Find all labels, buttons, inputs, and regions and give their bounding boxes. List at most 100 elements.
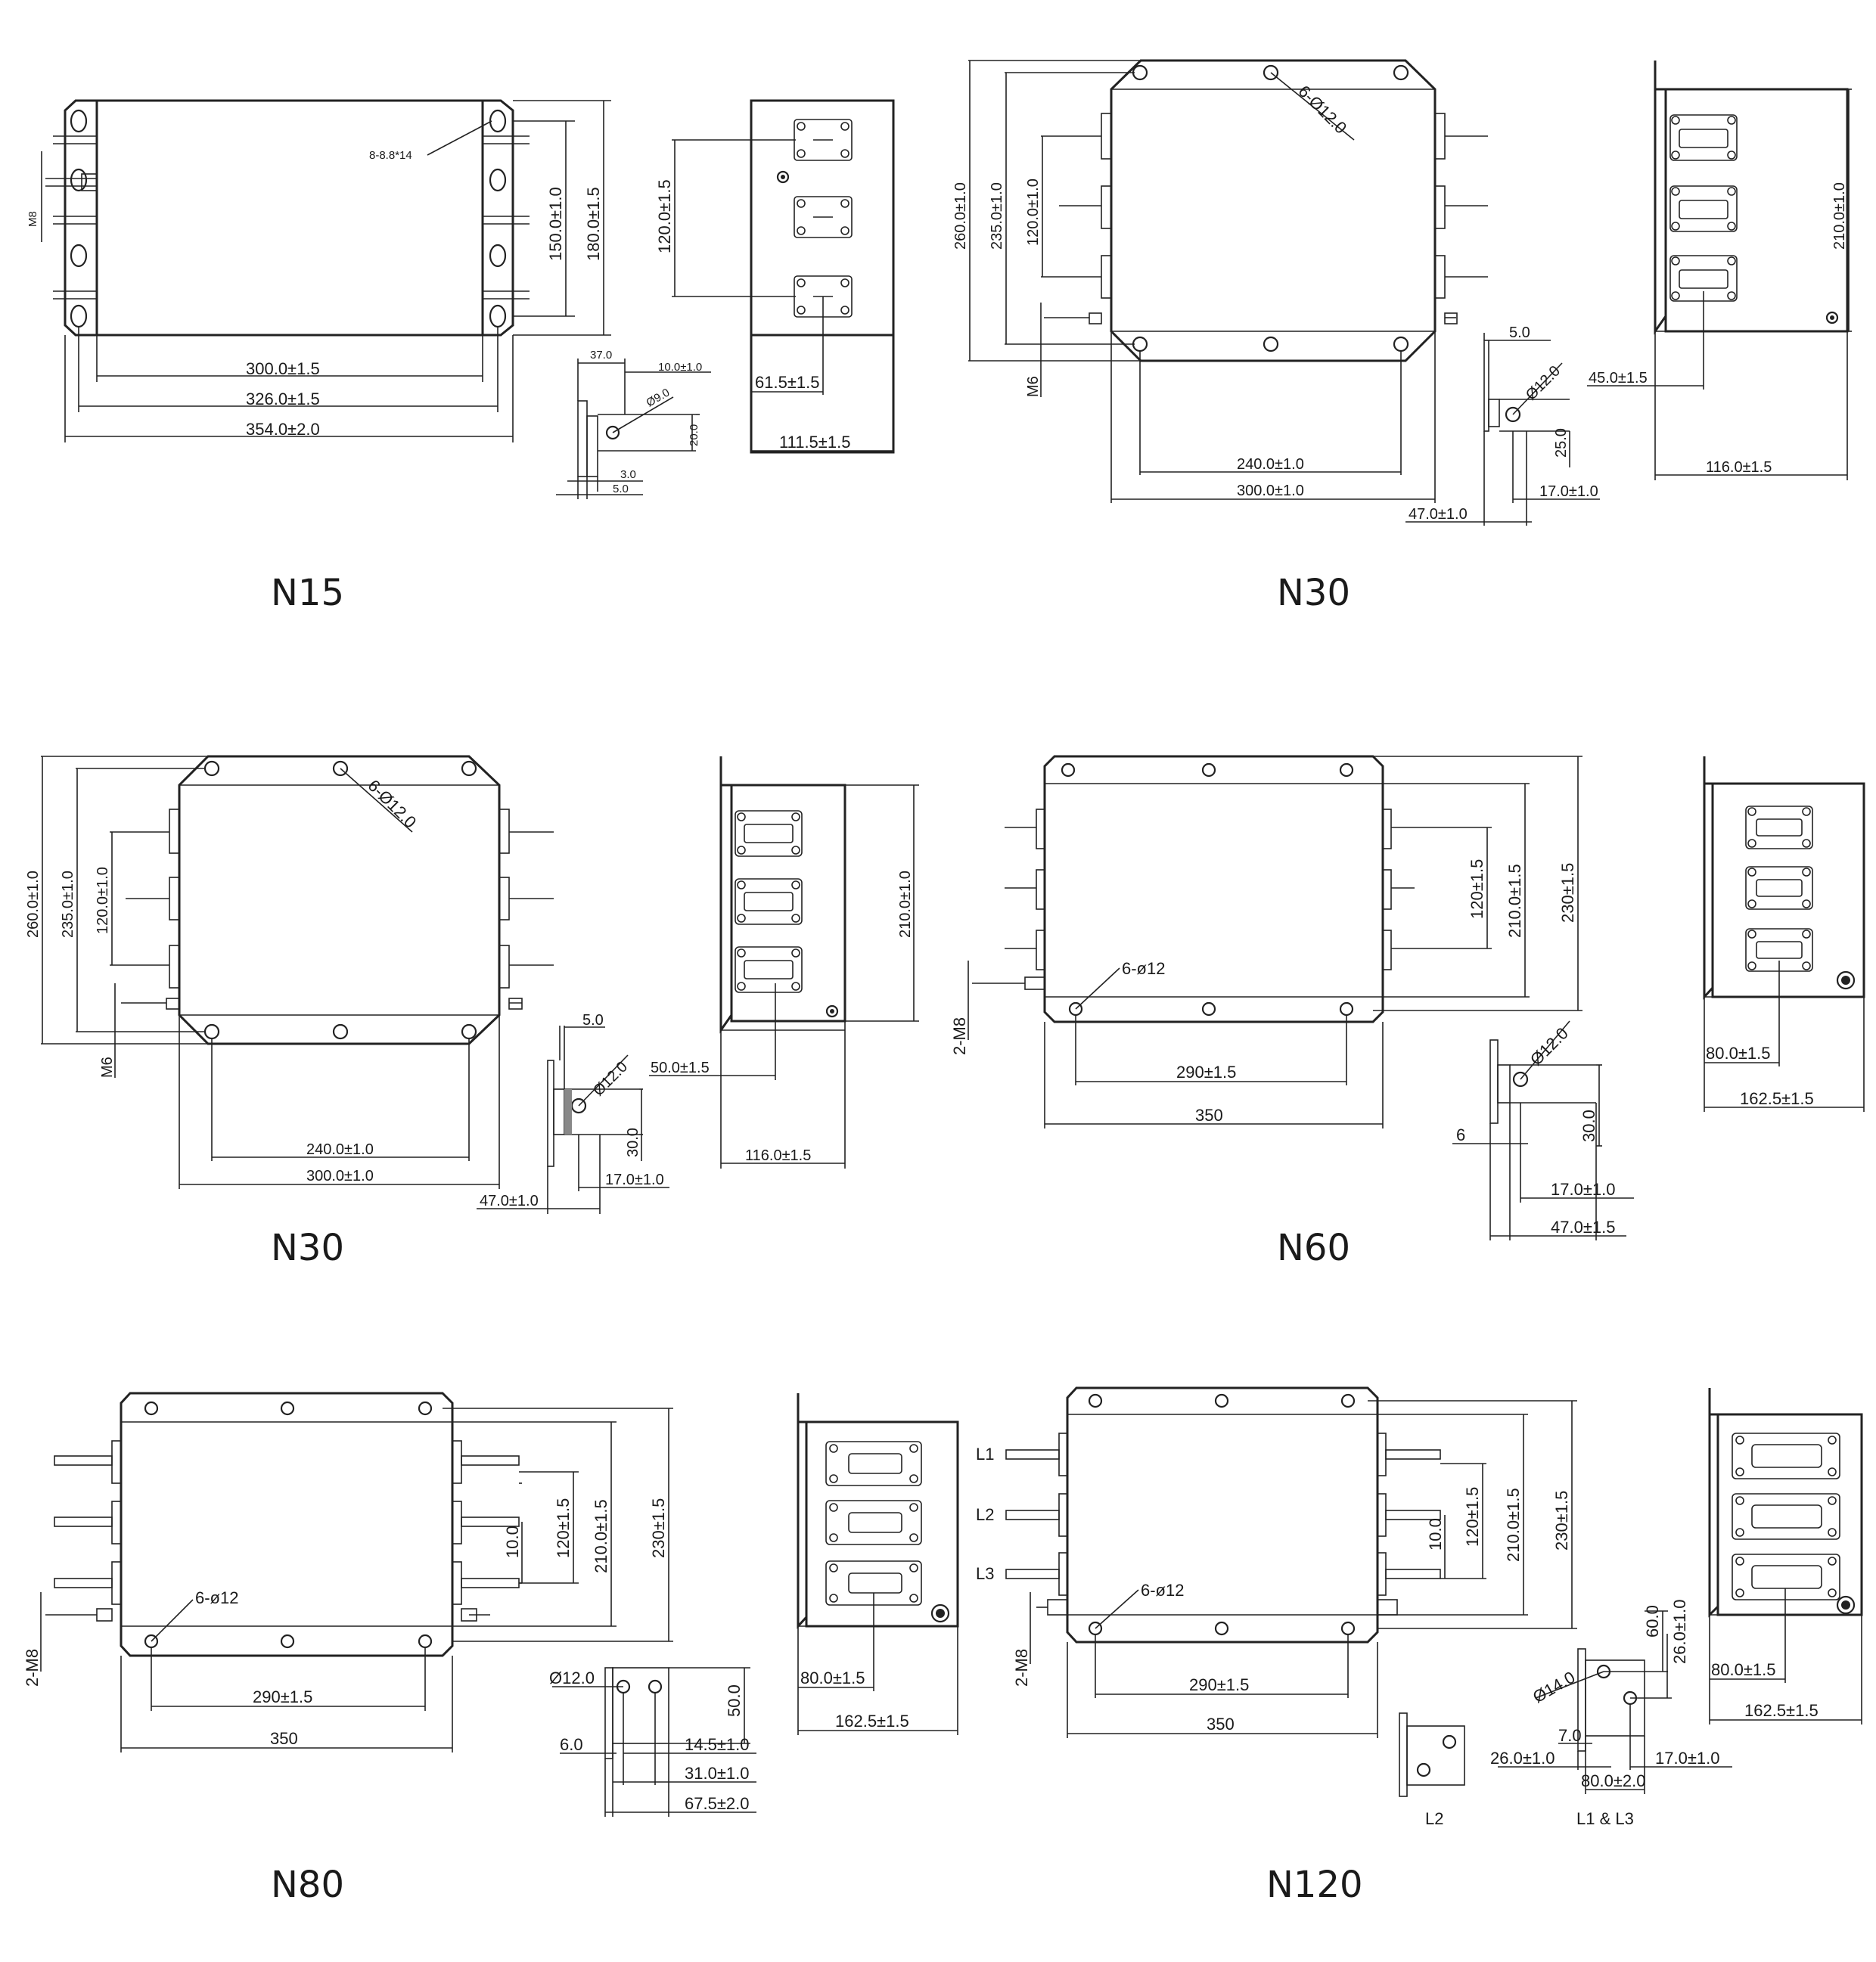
n30b-side-dim-2: 50.0±1.5 — [651, 1060, 710, 1076]
n80-detail-dim-2: 6.0 — [560, 1735, 583, 1754]
n30b-side-view: 210.0±1.0 50.0±1.5 116.0±1.5 — [649, 756, 919, 1169]
panel-n30-top: M6 6-Ø12.0 260.0±1.0 235.0±1.0 120.0±1.0… — [952, 59, 1852, 614]
n120-l2-bracket: L2 — [1399, 1712, 1465, 1828]
n60-dim-b: 210.0±1.5 — [1505, 864, 1524, 938]
n120-l1l3-dim-6: 80.0±2.0 — [1581, 1771, 1645, 1790]
n30a-dim-a: 260.0±1.0 — [952, 182, 969, 250]
n60-side-view: 80.0±1.5 162.5±1.5 — [1703, 756, 1865, 1112]
n120-dim-b: 120±1.5 — [1463, 1487, 1482, 1547]
n30a-side-dim-2: 45.0±1.5 — [1589, 370, 1648, 387]
n15-terminal-detail: 37.0 10.0±1.0 Ø9.0 20.0 3.0 5.0 — [556, 349, 711, 499]
n80-thread-label: 2-M8 — [23, 1649, 42, 1687]
n30a-detail-dim-2: 25.0 — [1553, 428, 1570, 458]
n60-model-title: N60 — [1277, 1227, 1350, 1269]
n15-thread-label: M8 — [26, 211, 39, 227]
n30b-model-title: N30 — [271, 1227, 344, 1269]
n15-detail-dim-2: 10.0±1.0 — [658, 361, 702, 374]
n120-l1l3-dim-4: 26.0±1.0 — [1490, 1749, 1555, 1768]
panel-n30-middle: M6 6-Ø12.0 260.0±1.0 235.0±1.0 120.0±1.0… — [25, 755, 919, 1269]
n30a-model-title: N30 — [1277, 572, 1350, 614]
n15-side-view: 120.0±1.5 61.5±1.5 111.5±1.5 — [655, 99, 895, 454]
n30a-dim-d: 240.0±1.0 — [1237, 456, 1304, 473]
n30b-detail-dim-4: 17.0±1.0 — [605, 1172, 664, 1188]
n30a-dim-b: 235.0±1.0 — [989, 182, 1005, 250]
n60-detail-dim-3: 17.0±1.0 — [1551, 1180, 1615, 1199]
n120-l1l3-dim-5: 17.0±1.0 — [1655, 1749, 1719, 1768]
n80-dim-e: 290±1.5 — [253, 1687, 312, 1706]
panel-n80: 2-M8 6-ø12 10.0 120±1.5 210.0±1.5 230±1.… — [23, 1392, 959, 1906]
n15-detail-dim-5: 5.0 — [613, 483, 629, 495]
n30b-side-dim-3: 116.0±1.5 — [745, 1147, 811, 1164]
n120-l2-caption: L2 — [1425, 1809, 1443, 1828]
n30b-thread-label: M6 — [99, 1057, 116, 1078]
n60-thread-label: 2-M8 — [950, 1017, 969, 1055]
n120-line-label-l1: L1 — [976, 1445, 994, 1464]
n30b-filter-body — [178, 755, 501, 1045]
n15-hole-note: 8-8.8*14 — [369, 149, 412, 162]
n60-dim-a: 120±1.5 — [1468, 859, 1486, 919]
n60-terminal-detail: Ø12.0 30.0 6 17.0±1.0 47.0±1.5 — [1452, 1020, 1634, 1240]
n120-l1l3-dim-2: 26.0±1.0 — [1670, 1600, 1689, 1664]
n30b-terminal-detail: 5.0 Ø12.0 30.0 47.0±1.0 17.0±1.0 — [477, 1012, 669, 1214]
n120-dim-c: 210.0±1.5 — [1504, 1488, 1523, 1562]
n30a-detail-dim-4: 17.0±1.0 — [1539, 483, 1598, 500]
n80-dim-b: 120±1.5 — [554, 1498, 573, 1558]
n80-terminal-detail: Ø12.0 50.0 6.0 14.5±1.0 31.0±1.0 67.5±2.… — [549, 1667, 756, 1817]
n120-thread-label: 2-M8 — [1012, 1649, 1031, 1687]
n80-detail-dim-3: 14.5±1.0 — [685, 1735, 749, 1754]
n120-filter-body — [1066, 1386, 1379, 1644]
n30b-dim-c: 120.0±1.0 — [95, 867, 111, 934]
n15-detail-dim-1: 37.0 — [590, 349, 612, 362]
n80-hole-note: 6-ø12 — [195, 1588, 238, 1607]
n30a-filter-body — [1110, 59, 1437, 362]
n15-model-title: N15 — [271, 572, 344, 614]
n120-dim-f: 350 — [1207, 1715, 1235, 1734]
n30b-detail-hole: Ø12.0 — [590, 1058, 631, 1099]
n30a-thread-label: M6 — [1025, 376, 1042, 397]
n15-detail-dim-4: 3.0 — [620, 468, 636, 481]
n30b-dim-d: 240.0±1.0 — [306, 1141, 374, 1158]
n30b-dim-e: 300.0±1.0 — [306, 1168, 374, 1184]
n80-dim-c: 210.0±1.5 — [592, 1499, 610, 1573]
n15-mounting-holes — [70, 109, 507, 328]
n120-l1l3-hole: Ø14.0 — [1530, 1668, 1578, 1707]
n15-dim-width-mid: 326.0±1.5 — [246, 390, 320, 408]
n60-dim-e: 350 — [1195, 1106, 1223, 1125]
n120-l1l3-bracket: Ø14.0 60.0 26.0±1.0 7.0 26.0±1.0 17.0±1.… — [1490, 1600, 1732, 1828]
n120-l1l3-dim-3: 7.0 — [1558, 1726, 1582, 1745]
n30a-detail-dim-1: 5.0 — [1509, 324, 1530, 341]
n30a-side-dim-1: 210.0±1.0 — [1831, 182, 1848, 250]
n120-line-label-l3: L3 — [976, 1564, 994, 1583]
n30a-side-dim-3: 116.0±1.5 — [1706, 459, 1772, 476]
n120-model-title: N120 — [1266, 1864, 1363, 1906]
n60-detail-dim-2: 30.0 — [1579, 1110, 1598, 1142]
n30a-terminal-studs — [1044, 113, 1488, 324]
n80-dim-f: 350 — [270, 1729, 298, 1748]
n60-filter-body — [1043, 755, 1384, 1023]
n60-hole-note: 6-ø12 — [1122, 959, 1165, 978]
n30a-dim-c: 120.0±1.0 — [1025, 179, 1042, 246]
n15-dim-width-outer: 354.0±2.0 — [246, 420, 320, 439]
n80-detail-dim-5: 67.5±2.0 — [685, 1794, 749, 1813]
n80-side-view: 80.0±1.5 162.5±1.5 — [797, 1393, 959, 1735]
n15-dim-height-inner: 150.0±1.0 — [546, 187, 565, 261]
n30b-detail-dim-3: 47.0±1.0 — [480, 1193, 539, 1209]
n30b-side-dim-1: 210.0±1.0 — [897, 871, 914, 938]
n120-dim-a: 10.0 — [1426, 1518, 1445, 1551]
n30a-detail-dim-3: 47.0±1.0 — [1409, 506, 1468, 523]
n120-dim-d: 230±1.5 — [1552, 1491, 1571, 1551]
n30b-mounting-holes — [203, 760, 477, 1040]
n30b-detail-dim-1: 5.0 — [582, 1012, 604, 1029]
n60-detail-hole: Ø12.0 — [1527, 1023, 1572, 1069]
n60-terminal-studs — [972, 809, 1415, 990]
n80-side-dim-2: 162.5±1.5 — [835, 1712, 909, 1731]
n30b-dim-b: 235.0±1.0 — [60, 871, 76, 938]
n30b-terminal-studs — [121, 809, 554, 1010]
n15-terminal-studs — [45, 135, 530, 300]
n15-filter-case — [95, 99, 484, 337]
n30b-dim-a: 260.0±1.0 — [25, 871, 42, 938]
n120-side-view: 80.0±1.5 162.5±1.5 — [1708, 1388, 1863, 1725]
n30a-side-view: 210.0±1.0 45.0±1.5 116.0±1.5 — [1587, 61, 1852, 480]
panel-n120: L1 L2 L3 2-M8 6-ø12 10.0 120±1.5 210.0±1… — [976, 1386, 1863, 1906]
